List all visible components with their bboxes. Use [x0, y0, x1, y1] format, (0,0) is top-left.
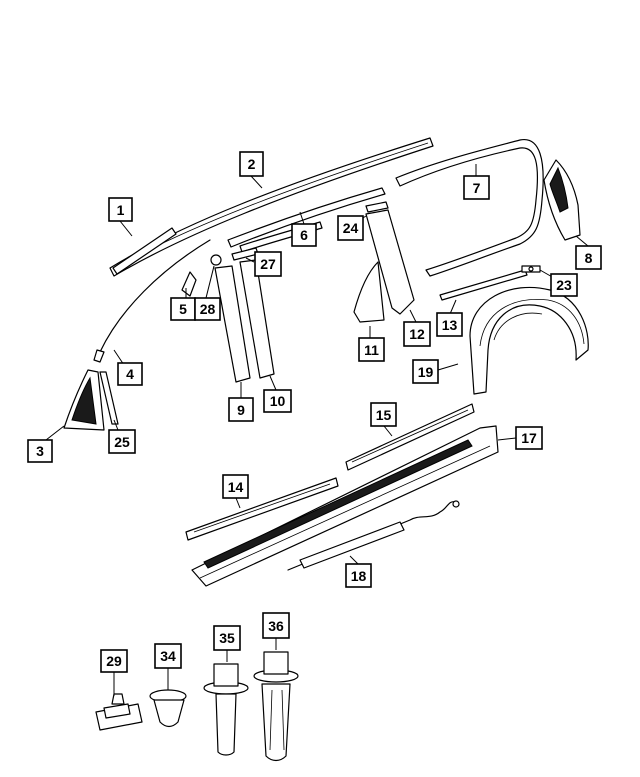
part-29-clip [95, 693, 143, 731]
callout-23-label: 23 [556, 277, 572, 293]
part-19-wheel-liner [469, 286, 589, 395]
callout-5-label: 5 [179, 301, 187, 317]
callout-18-label: 18 [351, 568, 367, 584]
callout-14-label: 14 [228, 479, 244, 495]
callout-25-label: 25 [114, 434, 130, 450]
part-25-thin-strip [99, 371, 119, 425]
part-5-clip [181, 271, 197, 297]
callout-3: 3 [27, 439, 53, 463]
part-4-a-pillar-molding [93, 239, 211, 363]
callout-34-label: 34 [160, 648, 176, 664]
callout-8: 8 [575, 245, 602, 270]
part-8-rear-quarter-trim [543, 159, 581, 241]
callout-4-label: 4 [126, 366, 134, 382]
part-14-door-molding [185, 477, 339, 541]
part-11-triangle-applique [353, 261, 385, 323]
part-1-molding-piece [112, 227, 177, 275]
part-36-expansion-fastener [253, 651, 299, 762]
part-34-grommet [149, 689, 187, 728]
callout-6: 6 [291, 223, 317, 247]
part-7-door-frame-molding [395, 139, 544, 277]
callout-1-label: 1 [117, 202, 125, 218]
callout-19: 19 [412, 359, 439, 384]
callout-11-label: 11 [364, 342, 379, 358]
part-24-b-pillar-applique [365, 201, 415, 315]
callout-35-label: 35 [219, 630, 235, 646]
callout-2-label: 2 [248, 156, 256, 172]
callout-25: 25 [108, 429, 136, 454]
callout-13-label: 13 [442, 317, 458, 333]
callout-4: 4 [117, 362, 143, 386]
callout-2: 2 [239, 151, 264, 177]
callout-29: 29 [100, 649, 128, 673]
part-17-rocker-panel [191, 425, 499, 587]
callout-14: 14 [222, 474, 249, 499]
callout-10-label: 10 [270, 393, 286, 409]
callout-13: 13 [436, 312, 463, 337]
callout-17-label: 17 [521, 430, 537, 446]
part-28-clip [210, 254, 222, 266]
callout-11: 11 [358, 337, 385, 362]
part-3-front-vent-applique [63, 369, 105, 431]
callout-12-label: 12 [409, 326, 425, 342]
callout-6-label: 6 [300, 227, 308, 243]
callout-9-label: 9 [237, 402, 245, 418]
callout-7-label: 7 [473, 180, 481, 196]
part-35-push-pin [203, 663, 249, 756]
callout-23: 23 [550, 273, 578, 297]
callout-15: 15 [370, 402, 397, 427]
part-13-belt-molding [439, 269, 528, 301]
callout-17: 17 [515, 426, 543, 450]
callout-35: 35 [213, 625, 241, 651]
part-9-pillar-strip [214, 265, 251, 383]
callout-10: 10 [263, 389, 292, 413]
callout-29-label: 29 [106, 653, 122, 669]
callout-28-label: 28 [200, 301, 216, 317]
part-15-rocker-molding [345, 403, 475, 471]
callout-15-label: 15 [376, 407, 392, 423]
callout-34: 34 [154, 643, 182, 669]
callout-24-label: 24 [343, 220, 359, 236]
part-18-wiring-harness [287, 500, 460, 571]
callout-27-label: 27 [260, 256, 276, 272]
callout-27: 27 [254, 251, 282, 277]
callout-7: 7 [463, 175, 490, 200]
callout-24: 24 [337, 215, 364, 241]
callout-9: 9 [228, 397, 254, 422]
callout-5: 5 [170, 297, 196, 321]
part-23-clip [521, 265, 541, 273]
callout-8-label: 8 [585, 250, 593, 266]
callout-19-label: 19 [418, 364, 434, 380]
callout-1: 1 [108, 197, 133, 222]
callout-18: 18 [345, 563, 372, 588]
callout-3-label: 3 [36, 443, 44, 459]
callout-36: 36 [262, 612, 290, 639]
callout-28: 28 [194, 297, 221, 321]
callout-12: 12 [403, 321, 431, 347]
callout-36-label: 36 [268, 618, 284, 634]
